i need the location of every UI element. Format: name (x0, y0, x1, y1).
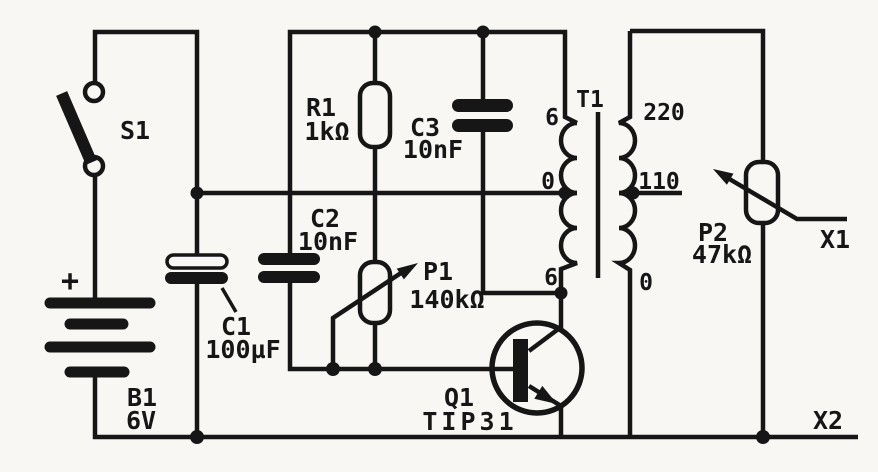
p1-label: P1 (423, 257, 453, 286)
c3-plate-bottom (452, 119, 513, 132)
t1-secondary-tap-0: 0 (639, 270, 653, 296)
junction-dots (190, 25, 770, 444)
junction-dot (368, 25, 382, 39)
junction-dot (476, 25, 490, 39)
c3-plate-top (452, 99, 513, 112)
p2-value: 47kΩ (692, 240, 752, 269)
b1-label: B1 (127, 383, 157, 412)
q1-base-bar (513, 339, 528, 402)
capacitor-c1 (165, 253, 238, 313)
q1-envelope (489, 320, 585, 416)
p2-body (743, 159, 781, 226)
capacitor-c3 (452, 99, 513, 132)
potentiometer-p2 (713, 159, 847, 226)
t1-primary-tap-6-top: 6 (545, 105, 559, 131)
wire-topleft-rail (92, 29, 200, 255)
t1-label: T1 (576, 87, 604, 113)
junction-dot (368, 362, 382, 376)
t1-primary-tap-6-bottom: 6 (544, 265, 558, 291)
wire-base-line (287, 283, 513, 372)
c1-plate-negative (165, 272, 228, 284)
c3-label: C3 (410, 113, 440, 142)
t1-secondary-tap-110: 110 (638, 169, 680, 195)
t1-secondary-winding (611, 31, 638, 437)
b1-polarity-label: + (61, 264, 79, 299)
s1-top-contact (82, 80, 106, 104)
b1-value: 6V (126, 406, 156, 435)
t1-primary-winding (558, 120, 578, 293)
p2-wiper-wire-x1 (724, 175, 847, 222)
transistor-q1 (489, 320, 585, 416)
c2-plate-top (258, 253, 320, 265)
q1-value: TIP31 (422, 407, 517, 436)
c2-plate-bottom (258, 271, 320, 283)
x1-terminal-label: X1 (820, 225, 850, 254)
wire-mid-top-rail (287, 29, 579, 253)
junction-dot (626, 186, 640, 200)
junction-dot (558, 186, 572, 200)
capacitor-c2 (258, 253, 320, 283)
p2-label: P2 (698, 218, 728, 247)
labels: S1 + B1 6V C1 100µF C2 10nF R1 1kΩ C3 10… (61, 87, 850, 436)
c3-value: 10nF (403, 135, 463, 164)
wire-c3-bottom (480, 132, 561, 296)
potentiometer-p1 (330, 259, 418, 369)
wire-topright-rail (630, 28, 766, 162)
c2-label: C2 (310, 204, 340, 233)
p1-wiper-arrowhead (396, 263, 418, 280)
t1-primary-tap-0: 0 (541, 169, 555, 195)
p2-wiper-arrowhead (713, 169, 734, 185)
wire-bottom-rail (92, 372, 858, 440)
junction-dot (326, 362, 340, 376)
resistor-r1-body (357, 80, 393, 150)
junction-dot (190, 186, 204, 200)
r1-label: R1 (306, 93, 336, 122)
transformer-t1 (558, 31, 638, 437)
c1-plate-positive (165, 253, 229, 270)
c2-value: 10nF (298, 227, 358, 256)
q1-emitter-arrowhead (534, 385, 557, 404)
q1-label: Q1 (444, 383, 474, 412)
s1-lever (56, 91, 97, 165)
r1-value: 1kΩ (304, 117, 349, 146)
s1-label: S1 (120, 116, 150, 145)
junction-dot (554, 286, 568, 300)
c1-value: 100µF (205, 335, 280, 364)
p1-wiper-wire (330, 269, 406, 369)
switch-s1 (56, 80, 106, 178)
c1-pointer-line (220, 287, 238, 313)
p1-value: 140kΩ (409, 285, 484, 314)
t1-secondary-tap-220: 220 (643, 100, 685, 126)
c1-label: C1 (221, 312, 251, 341)
x2-terminal-label: X2 (813, 406, 843, 435)
wires (92, 28, 858, 440)
battery-b1 (44, 297, 156, 378)
junction-dot (756, 430, 770, 444)
junction-dot (190, 430, 204, 444)
